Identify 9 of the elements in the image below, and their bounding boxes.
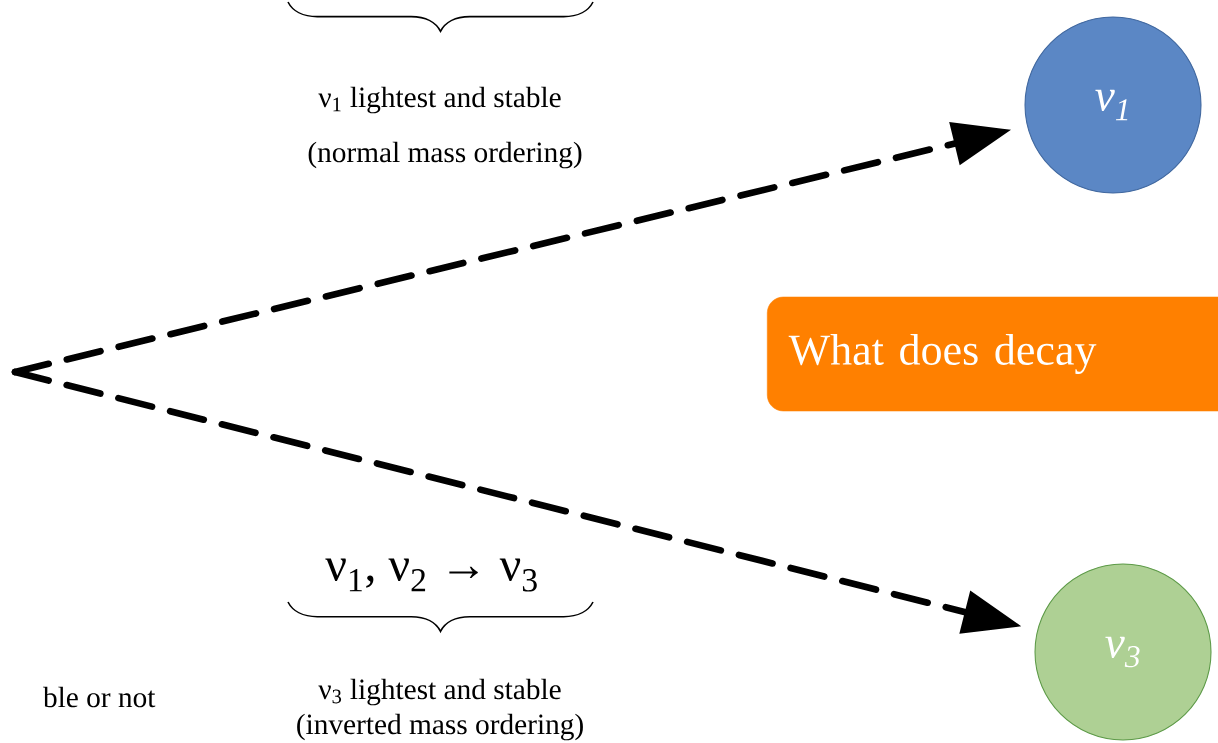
text-label: ν$_{1}$, ν$_{2}$ → ν$_{3}$ xyxy=(325,558,537,592)
circle-node: ν$_{1}$ xyxy=(1024,16,1202,194)
circle-node: ν$_{3}$ xyxy=(1034,563,1212,741)
text-label: ble or not xyxy=(43,686,156,708)
text-label: (inverted mass ordering) xyxy=(297,713,583,741)
text-label: (normal mass ordering) xyxy=(308,141,582,169)
text-label: ν$_{1}$ lightest and stable xyxy=(318,86,561,114)
text-label: ν$_{3}$ lightest and stable xyxy=(318,678,561,706)
question-box: What does decay xyxy=(767,296,1218,412)
